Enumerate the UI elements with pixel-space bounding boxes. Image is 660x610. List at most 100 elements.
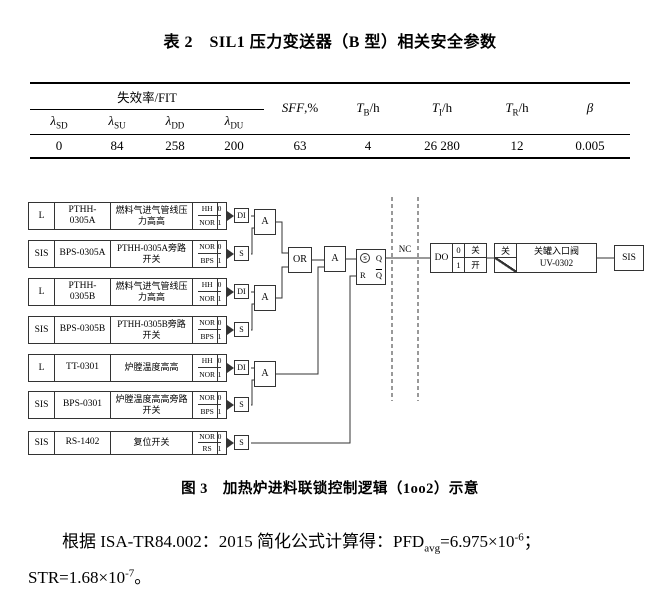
failure-rate-group-header: 失效率/FIT (30, 83, 264, 110)
valve-symbol-icon (495, 258, 516, 272)
row-description: PTHH-0305A旁路开关 (111, 240, 193, 267)
value-lambda-dd: 258 (165, 137, 185, 153)
row-id: BPS-0305A (55, 240, 111, 267)
row-io-type: S (234, 246, 249, 262)
col-header-beta: β (550, 83, 630, 135)
col-header-sff: SFF,% (264, 83, 336, 135)
row-tag: SIS (29, 240, 55, 267)
row-tag: L (29, 354, 55, 381)
pfd-avg-subscript: avg (424, 541, 441, 554)
signal-arrow-icon (227, 286, 234, 297)
safety-parameters-table: 失效率/FIT SFF,% TB/h TI/h TR/h β λSD λSU λ… (30, 82, 630, 159)
set-input-label: S (360, 253, 370, 264)
row-description: 炉膛温度高高旁路开关 (111, 391, 193, 418)
valve-name-cell: 关罐入口阀 UV-0302 (517, 244, 596, 272)
valve-block: 关 关罐入口阀 UV-0302 (494, 242, 597, 273)
row-id: PTHH-0305A (55, 202, 111, 229)
row-io-type: S (234, 322, 249, 338)
row-io-type: S (234, 435, 249, 451)
sr-flipflop: S Q R Q (356, 248, 386, 285)
row-id: TT-0301 (55, 354, 111, 381)
q-bar-output-label: Q (375, 270, 382, 281)
value-tb: 4 (364, 137, 372, 153)
q-output-label: Q (375, 253, 382, 264)
str-exponent: -7 (125, 567, 135, 580)
col-header-lambda-su: λSU (88, 109, 146, 135)
row-id: BPS-0305B (55, 316, 111, 343)
sis-output-box: SIS (614, 244, 644, 271)
reset-input-label: R (360, 270, 366, 281)
row-description: PTHH-0305B旁路开关 (111, 316, 193, 343)
row-tag: SIS (29, 316, 55, 343)
signal-arrow-icon (227, 437, 234, 448)
signal-arrow-icon (227, 324, 234, 335)
col-header-tb: TB/h (336, 83, 400, 135)
row-io-type: DI (234, 208, 249, 224)
and-gate-1: A (254, 208, 276, 235)
value-beta: 0.005 (575, 137, 605, 153)
row-io-type: S (234, 397, 249, 413)
table-title: 表 2 SIL1 压力变送器（B 型）相关安全参数 (163, 34, 497, 51)
and-gate-2: A (254, 284, 276, 311)
value-lambda-sd: 0 (55, 137, 63, 153)
signal-arrow-icon (227, 210, 234, 221)
value-sff: 63 (293, 137, 307, 153)
row-tag: SIS (29, 391, 55, 418)
row-id: RS-1402 (55, 431, 111, 454)
row-id: BPS-0301 (55, 391, 111, 418)
table-lambda-header-row: λSD λSU λDD λDU (30, 109, 630, 135)
signal-arrow-icon (227, 399, 234, 410)
row-tag: L (29, 202, 55, 229)
col-header-tr: TR/h (484, 83, 550, 135)
col-header-lambda-dd: λDD (146, 109, 204, 135)
and-gate-main: A (324, 245, 346, 272)
row-description: 炉膛温度高高 (111, 354, 193, 381)
do-values: 0 1 (453, 243, 465, 272)
col-header-lambda-du: λDU (204, 109, 264, 135)
row-tag: SIS (29, 431, 55, 454)
table-group-header-row: 失效率/FIT SFF,% TB/h TI/h TR/h β (30, 83, 630, 135)
pfd-exponent: -6 (514, 530, 524, 543)
table-values-row: 0 84 258 200 63 4 26 280 12 0.005 (30, 134, 630, 158)
value-tr: 12 (510, 137, 524, 153)
result-paragraph: 根据 ISA-TR84.002：2015 简化公式计算得：PFDavg=6.97… (28, 530, 541, 588)
valve-fail-state: 关 (495, 243, 517, 272)
and-gate-3: A (254, 360, 276, 387)
valve-id: UV-0302 (539, 257, 574, 268)
row-description: 复位开关 (111, 431, 193, 454)
row-io-type: DI (234, 360, 249, 376)
do-states: 关 开 (465, 244, 486, 272)
row-io-type: DI (234, 284, 249, 300)
value-lambda-su: 84 (110, 137, 124, 153)
row-tag: L (29, 278, 55, 305)
col-header-lambda-sd: λSD (30, 109, 88, 135)
signal-arrow-icon (227, 248, 234, 259)
row-description: 燃料气进气管线压力高高 (111, 202, 193, 229)
row-id: PTHH-0305B (55, 278, 111, 305)
value-lambda-du: 200 (224, 137, 244, 153)
valve-name: 关罐入口阀 (533, 245, 579, 256)
nc-contact-label: NC (393, 243, 417, 254)
do-output-block: DO 0 1 关 开 (430, 242, 487, 273)
figure-caption: 图 3 加热炉进料联锁控制逻辑（1oo2）示意 (181, 480, 479, 497)
signal-arrow-icon (227, 362, 234, 373)
value-ti: 26 280 (424, 137, 460, 153)
or-gate: OR (288, 246, 312, 273)
row-description: 燃料气进气管线压力高高 (111, 278, 193, 305)
